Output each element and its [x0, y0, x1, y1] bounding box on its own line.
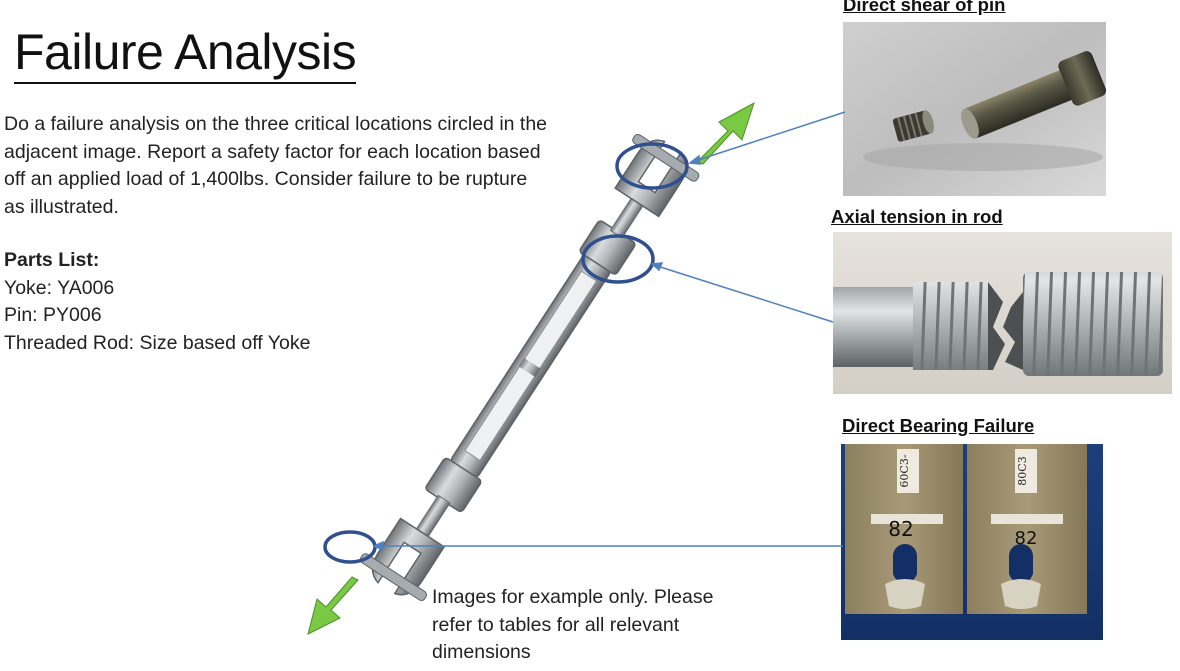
caption-shear-of-pin: Direct shear of pin	[843, 0, 1006, 15]
caption-axial-tension: Axial tension in rod	[831, 206, 1003, 227]
example-note-line: refer to tables for all relevant	[432, 613, 680, 636]
instructions-line: adjacent image. Report a safety factor f…	[4, 140, 541, 163]
specimen-number-right: 82	[1015, 528, 1038, 549]
parts-list-header: Parts List:	[4, 249, 100, 271]
leader-arrowhead-icon	[372, 540, 384, 552]
lower-force-arrow-icon	[307, 576, 359, 635]
broken-rod-photo	[833, 232, 1172, 394]
instructions-line: Do a failure analysis on the three criti…	[4, 113, 548, 135]
pin-location-circle	[615, 142, 689, 190]
turnbuckle-icon	[359, 133, 700, 602]
sheared-pin-photo	[843, 22, 1106, 196]
example-note: Images for example only. Please refer to…	[432, 584, 762, 667]
caption-bearing-failure: Direct Bearing Failure	[842, 415, 1035, 436]
parts-list: Parts List: Yoke: YA006 Pin: PY006 Threa…	[4, 247, 404, 357]
instructions-paragraph: Do a failure analysis on the three criti…	[4, 111, 604, 221]
bearing-location-circle	[323, 530, 377, 564]
page-title: Failure Analysis	[14, 22, 357, 84]
upper-force-arrow-icon	[696, 101, 755, 165]
leader-arrowhead-icon	[688, 154, 701, 165]
specimen-number-left: 82	[888, 517, 913, 541]
leader-line-shear	[691, 111, 846, 163]
parts-list-item: Yoke: YA006	[4, 276, 115, 299]
leader-arrowhead-icon	[650, 262, 664, 272]
instructions-line: as illustrated.	[4, 195, 119, 218]
specimen-code-right: 80C3	[1016, 456, 1029, 485]
parts-list-item: Pin: PY006	[4, 304, 102, 326]
example-note-line: Images for example only. Please	[432, 586, 714, 608]
leader-line-tension	[653, 264, 834, 323]
example-note-line: dimensions	[432, 641, 531, 663]
rod-location-circle	[581, 234, 655, 284]
instructions-line: off an applied load of 1,400lbs. Conside…	[4, 168, 528, 190]
bearing-failure-photo: 60C3- 80C3 82 82	[841, 444, 1103, 640]
parts-list-item: Threaded Rod: Size based off Yoke	[4, 331, 311, 354]
specimen-code-left: 60C3-	[898, 454, 911, 487]
